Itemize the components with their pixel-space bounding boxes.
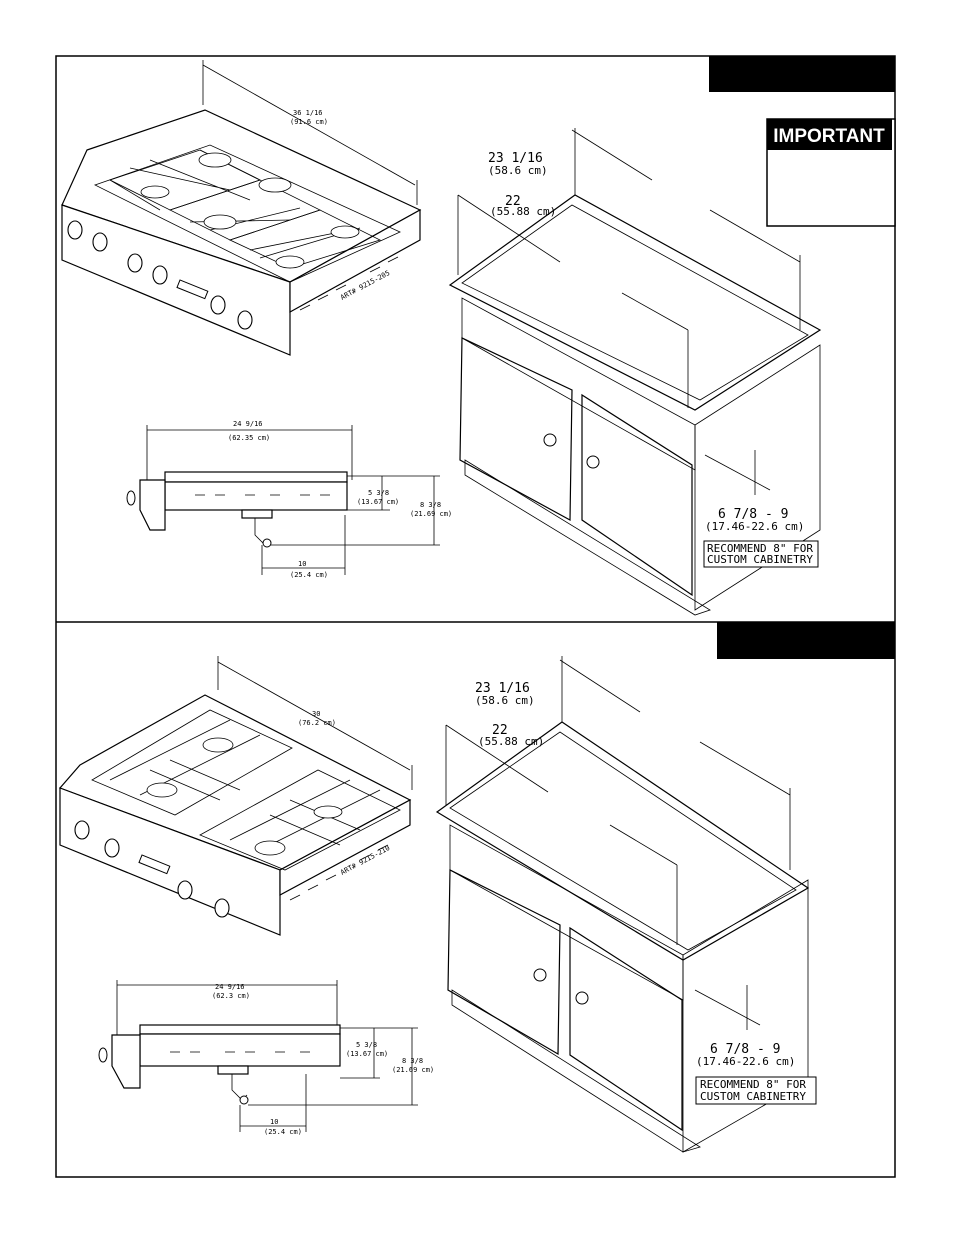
top-panel: ART# 9215-205 36 1/16 (91.6 cm) 24 9/16 …	[61, 60, 822, 616]
height-b-36: 8 3/8	[420, 501, 441, 509]
bottom-panel-header-bar	[717, 622, 895, 659]
cutout-depth-30-cm: (17.46-22.6 cm)	[696, 1055, 795, 1068]
counter-depth-30-cm: (55.88 cm)	[478, 735, 544, 748]
recommend-36-line2: CUSTOM CABINETRY	[707, 553, 813, 566]
height-a-30: 5 3/8	[356, 1041, 377, 1049]
burner-caps	[140, 152, 360, 269]
height-a-30-cm: (13.67 cm)	[346, 1050, 388, 1058]
cooktop-width-30: 30	[312, 710, 320, 718]
height-a-36: 5 3/8	[368, 489, 389, 497]
height-b-30: 8 3/8	[402, 1057, 423, 1065]
cabinet-depth-36: 23 1/16	[488, 151, 543, 166]
control-knobs-30	[74, 820, 230, 918]
recommend-note-36: RECOMMEND 8" FOR CUSTOM CABINETRY	[703, 540, 819, 568]
counter-depth-36: 22	[505, 194, 521, 209]
height-a-36-cm: (13.67 cm)	[357, 498, 399, 506]
brand-badge-30	[138, 854, 171, 875]
height-b-36-cm: (21.69 cm)	[410, 510, 452, 518]
gas-offset-30-cm: (25.4 cm)	[264, 1128, 302, 1136]
brand-badge	[176, 279, 209, 300]
gas-offset-36: 10	[298, 560, 306, 568]
side-width-30: 24 9/16	[215, 983, 245, 991]
side-elevation-30: 24 9/16 (62.3 cm) 5 3/8 (13.67 cm) 8 3/8…	[98, 980, 434, 1136]
top-panel-header-bar	[709, 56, 895, 92]
width-dimension-36: 36 1/16 (91.6 cm)	[202, 60, 418, 205]
cooktop-width-36: 36 1/16	[293, 109, 323, 117]
side-elevation-36: 24 9/16 (62.35 cm) 5 3/8 (13.67 cm) 8 3/…	[126, 420, 452, 579]
gas-offset-36-cm: (25.4 cm)	[290, 571, 328, 579]
burner-caps-30	[146, 737, 343, 856]
cooktop-width-30-cm: (76.2 cm)	[298, 719, 336, 727]
control-knobs	[67, 220, 253, 330]
cabinet-depth-30: 23 1/16	[475, 681, 530, 696]
bottom-panel: ART# 9215-210 30 (76.2 cm) 24 9/16 (62.3…	[58, 656, 817, 1153]
cabinet-depth-30-cm: (58.6 cm)	[475, 694, 535, 707]
counter-depth-30: 22	[492, 723, 508, 738]
cabinet-depth-36-cm: (58.6 cm)	[488, 164, 548, 177]
cabinet-30-drawing: 23 1/16 (58.6 cm) 22 (55.88 cm) 6 7/8 - …	[435, 656, 817, 1153]
cooktop-30-drawing: ART# 9215-210 30 (76.2 cm)	[58, 656, 413, 936]
cutout-depth-36-cm: (17.46-22.6 cm)	[705, 520, 804, 533]
important-label: IMPORTANT	[773, 126, 885, 147]
cabinet-36-drawing: 23 1/16 (58.6 cm) 22 (55.88 cm) 6 7/8 - …	[448, 128, 822, 616]
cutout-depth-30: 6 7/8 - 9	[710, 1042, 780, 1057]
cooktop-width-36-cm: (91.6 cm)	[290, 118, 328, 126]
height-b-30-cm: (21.69 cm)	[392, 1066, 434, 1074]
side-width-36-cm: (62.35 cm)	[228, 434, 270, 442]
recommend-30-line2: CUSTOM CABINETRY	[700, 1090, 806, 1103]
recommend-36-line1: RECOMMEND 8" FOR	[707, 542, 813, 555]
cooktop-36-drawing: ART# 9215-205 36 1/16 (91.6 cm)	[61, 60, 422, 356]
important-notice: IMPORTANT	[766, 118, 896, 227]
cutout-depth-36: 6 7/8 - 9	[718, 507, 788, 522]
counter-depth-36-cm: (55.88 cm)	[490, 205, 556, 218]
important-label-bg	[767, 119, 892, 150]
side-width-30-cm: (62.3 cm)	[212, 992, 250, 1000]
width-dimension-30: 30 (76.2 cm)	[217, 656, 413, 790]
side-width-36: 24 9/16	[233, 420, 263, 428]
recommend-note-30: RECOMMEND 8" FOR CUSTOM CABINETRY	[695, 1076, 817, 1105]
page-border	[55, 55, 896, 1178]
recommend-30-line1: RECOMMEND 8" FOR	[700, 1078, 806, 1091]
gas-offset-30: 10	[270, 1118, 278, 1126]
